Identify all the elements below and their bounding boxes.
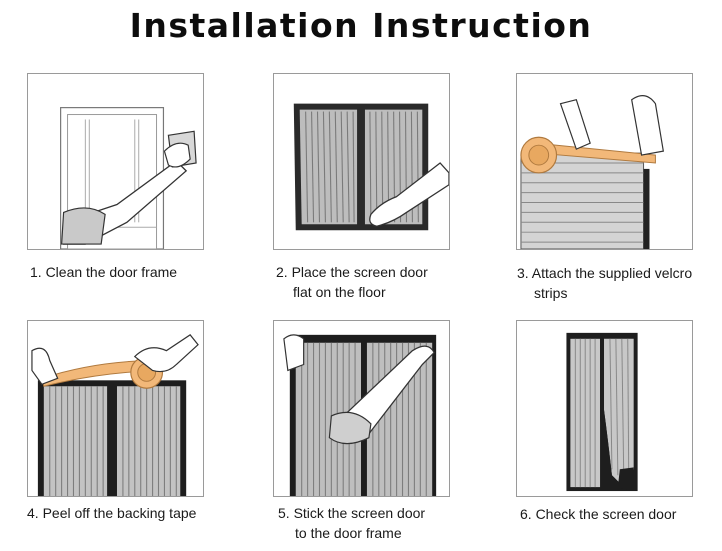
step-5-illustration	[273, 320, 450, 497]
step-4-illustration	[27, 320, 204, 497]
step-1-text: 1. Clean the door frame	[30, 264, 178, 280]
door-cleaning-drawing	[60, 107, 197, 249]
attach-velcro-drawing	[517, 95, 692, 249]
page-title: Installation Instruction	[129, 6, 593, 45]
step-6-caption: 6. Check the screen door	[520, 504, 676, 524]
step-6-text: 6. Check the screen door	[520, 506, 677, 522]
step-3-text-line-2: strips	[534, 285, 568, 301]
peel-backing-tape-drawing	[31, 334, 199, 496]
step-2-caption: 2. Place the screen door flat on the flo…	[276, 262, 428, 302]
step-3-illustration	[516, 73, 693, 250]
step-3-text-line-1: 3. Attach the supplied velcro	[517, 265, 693, 281]
screen-door-on-floor-drawing	[293, 103, 449, 231]
step-2-illustration	[273, 73, 450, 250]
stick-screen-door-drawing	[283, 334, 437, 496]
step-5-text-line-2: to the door frame	[295, 525, 402, 541]
step-5-text-line-1: 5. Stick the screen door	[278, 505, 426, 521]
step-1-illustration	[27, 73, 204, 250]
step-5-caption: 5. Stick the screen door to the door fra…	[278, 503, 425, 543]
step-2-text-line-2: flat on the floor	[293, 284, 386, 300]
step-4-caption: 4. Peel off the backing tape	[27, 503, 196, 523]
step-4-text: 4. Peel off the backing tape	[27, 505, 197, 521]
step-1-caption: 1. Clean the door frame	[30, 262, 177, 282]
finished-screen-door-drawing	[566, 332, 638, 492]
step-6-illustration	[516, 320, 693, 497]
step-2-text-line-1: 2. Place the screen door	[276, 264, 428, 280]
step-3-caption: 3. Attach the supplied velcro strips	[517, 263, 692, 303]
